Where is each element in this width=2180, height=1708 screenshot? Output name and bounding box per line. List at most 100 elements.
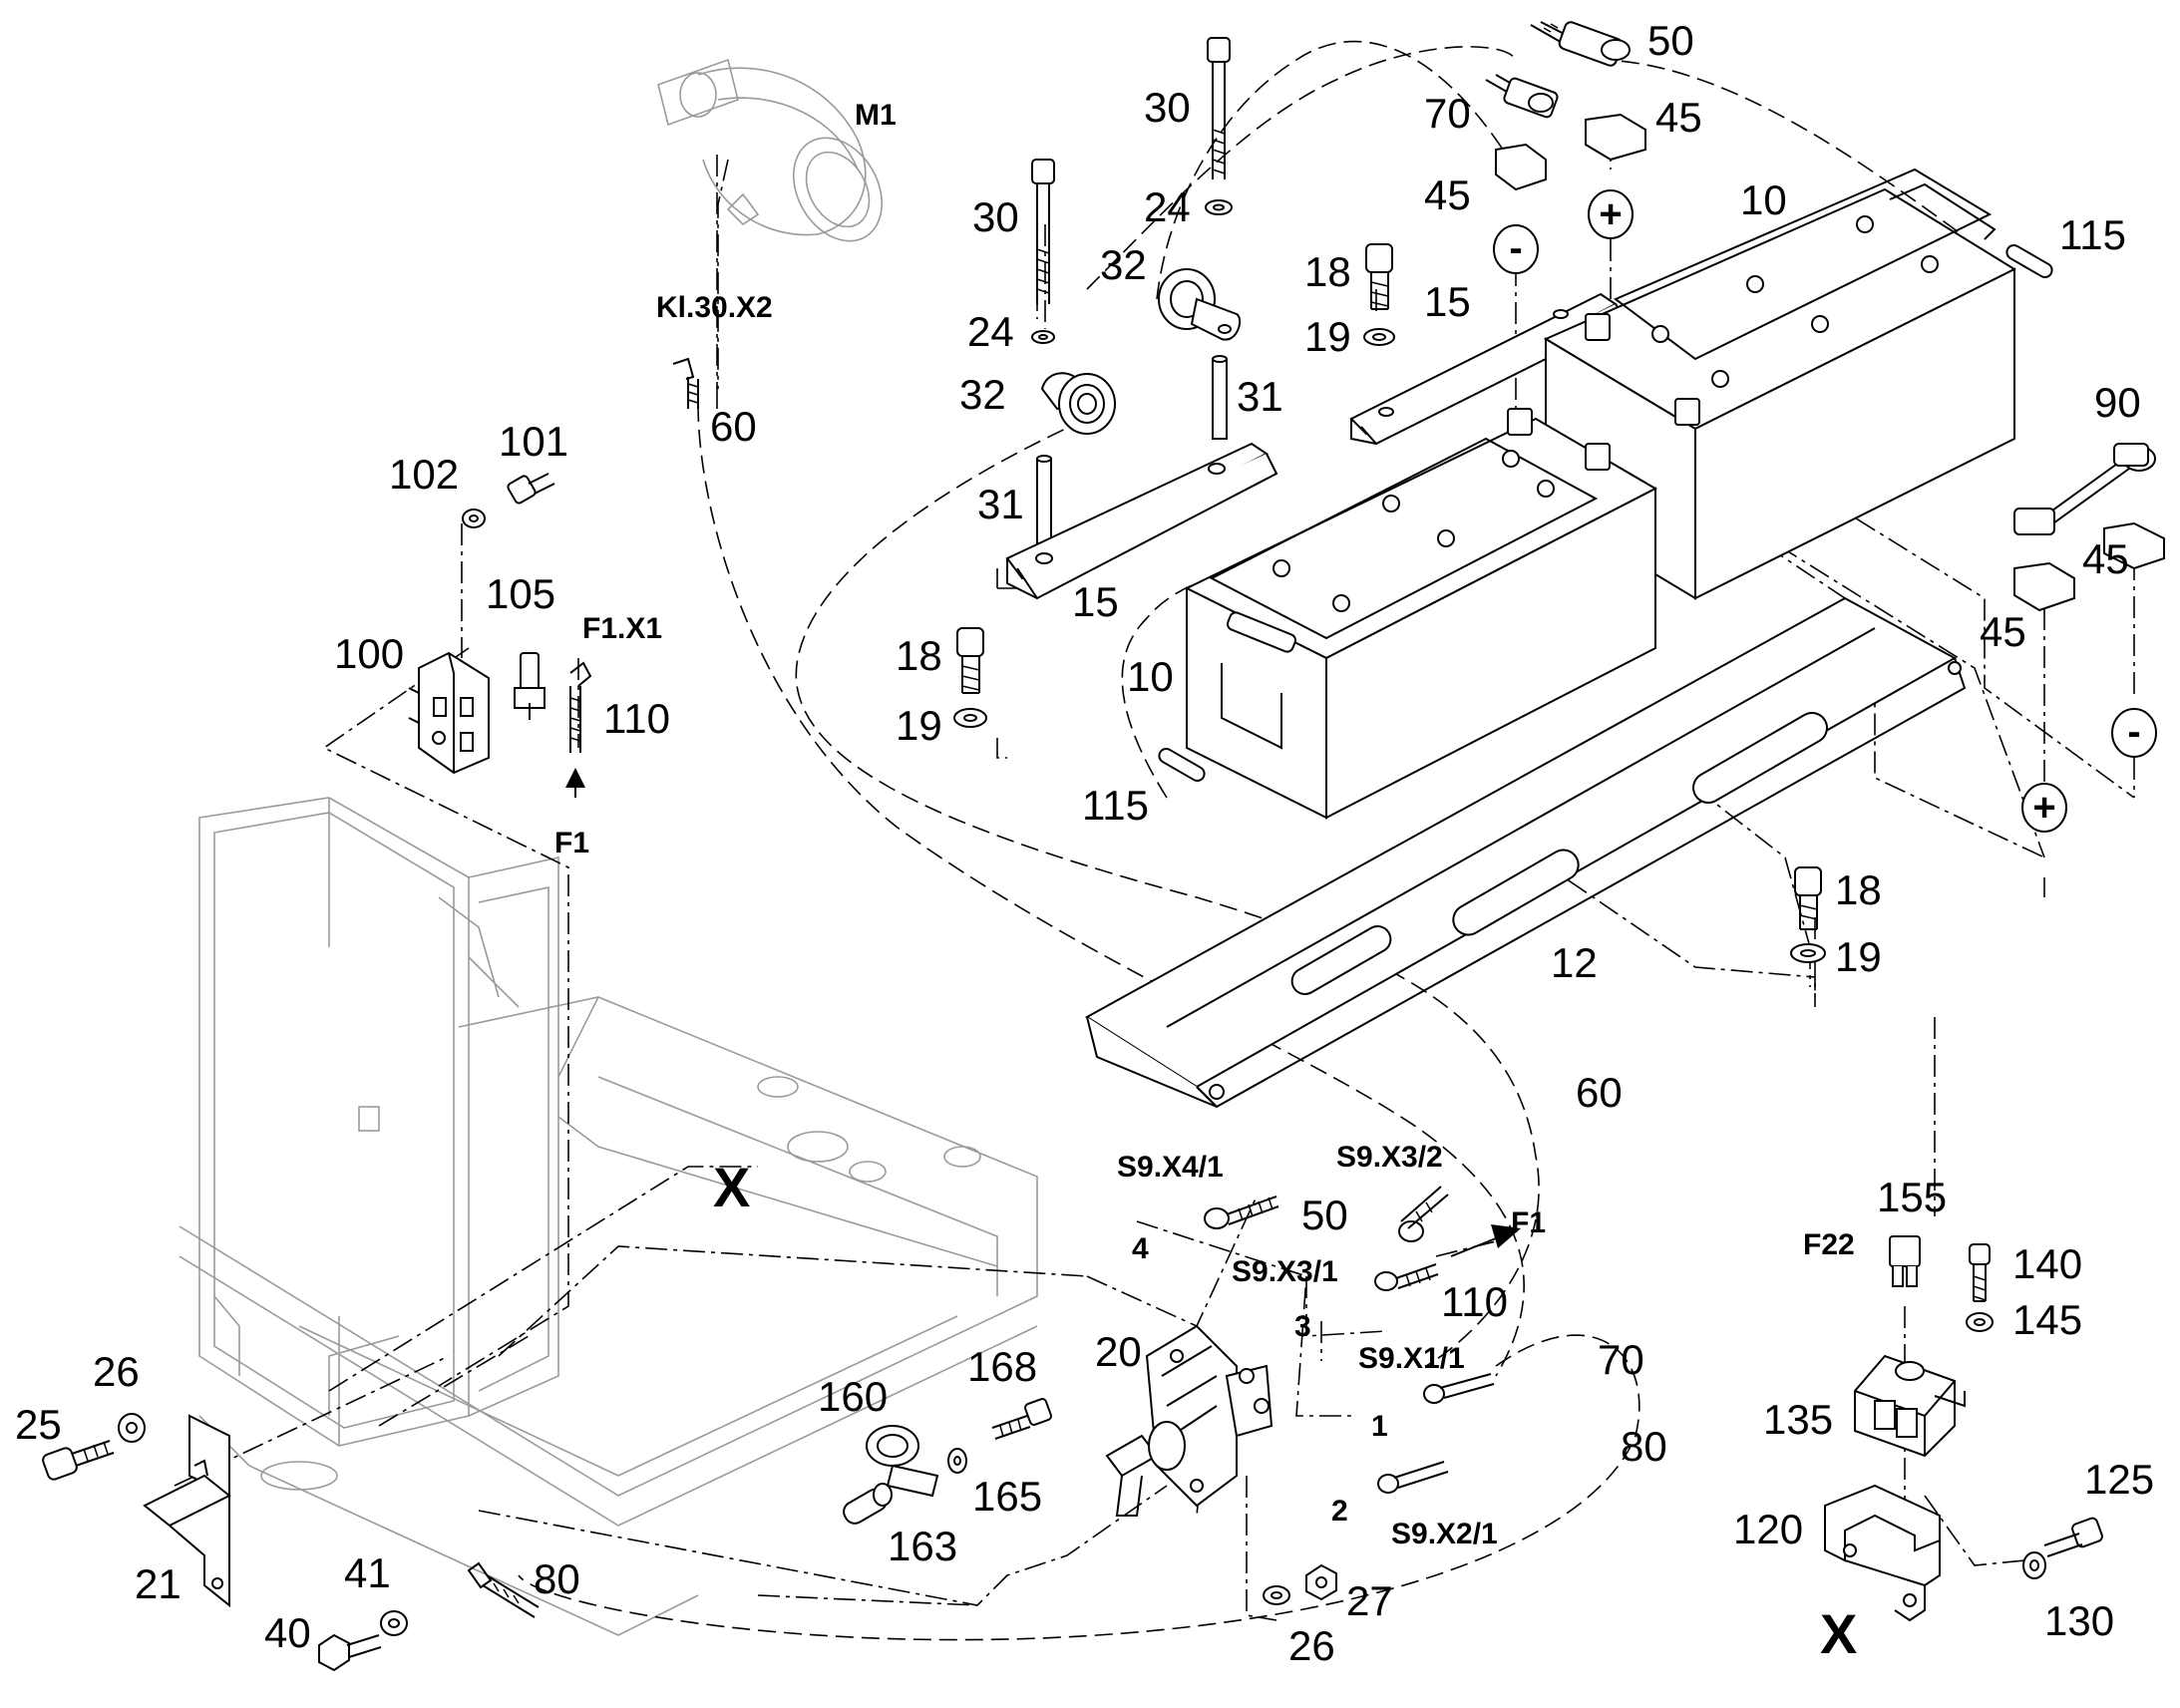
bracket-21 [143,1414,231,1608]
label-125: 125 [2084,1456,2154,1503]
label-15-left: 15 [1072,578,1119,625]
battery-posts [1507,313,1700,471]
vehicle-frame [179,797,1038,1636]
label-26-left: 26 [93,1348,140,1395]
screw-18-b [1365,243,1393,310]
label-60-mid: 60 [1576,1069,1623,1116]
cable-end-80 [467,1561,540,1618]
cable-end-s9x21 [1377,1461,1449,1494]
minus-sign-2: - [2127,710,2140,754]
plus-sign-2: + [2032,786,2055,830]
label-130: 130 [2044,1597,2114,1644]
cap-45-a [1495,143,1547,191]
label-s9x11: S9.X1/1 [1358,1342,1465,1375]
label-31-left: 31 [977,481,1024,527]
label-10-front: 10 [1127,653,1174,700]
label-135: 135 [1763,1396,1833,1443]
label-18-c: 18 [1835,866,1882,913]
label-15-right: 15 [1424,278,1471,325]
washer-19-a [953,708,987,728]
label-101: 101 [499,418,568,465]
label-19-c: 19 [1835,933,1882,980]
label-30-right: 30 [1144,84,1191,131]
washer-165 [947,1448,967,1474]
label-25: 25 [15,1401,62,1448]
label-m1: M1 [855,99,897,132]
label-2: 2 [1331,1495,1348,1528]
label-105: 105 [486,570,555,617]
label-145: 145 [2012,1296,2082,1343]
label-f1-top: F1 [554,827,589,859]
label-f1-mid: F1 [1511,1206,1546,1239]
label-45-c: 45 [1980,608,2026,655]
cable-end-s9x11 [1423,1373,1495,1404]
polarity-marks: - + - + [1493,189,2157,833]
fuse-holder-105 [514,652,545,720]
callout-labels: M1 Kl.30.X2 60 30 24 30 24 32 32 31 31 1… [15,17,2154,1669]
terminal-50-top [1530,21,1631,67]
label-168: 168 [967,1343,1037,1390]
label-45-b: 45 [1655,94,1702,141]
label-110-top: 110 [603,695,670,742]
label-70-mid: 70 [1598,1336,1644,1383]
label-s9x41: S9.X4/1 [1117,1151,1224,1184]
washer-26-switch [1263,1585,1290,1605]
spacer-31-left [1036,455,1052,544]
label-80-left: 80 [534,1555,580,1602]
label-27: 27 [1346,1577,1393,1624]
bolt-30-left [1031,159,1055,344]
label-f1x1: F1.X1 [582,612,662,645]
clamp-160 [866,1425,939,1498]
rod-115-left [1158,748,1206,782]
plus-sign-1: + [1599,192,1622,236]
label-160: 160 [818,1373,888,1420]
screw-40 [318,1633,382,1672]
rod-115-right [2005,244,2053,278]
clamp-32-right [1158,268,1242,341]
cable-110-top [565,661,592,798]
label-19-a: 19 [896,702,942,749]
motor-m1 [657,58,884,242]
arrow-f1 [1450,1224,1521,1257]
cap-45-b [1585,113,1646,162]
label-100: 100 [334,630,404,677]
terminal-70-top [1485,74,1559,119]
bracket-120 [1824,1484,1941,1622]
label-30-left: 30 [972,193,1019,240]
cable-end-50 [1204,1196,1279,1229]
label-45-a: 45 [1424,171,1471,218]
label-4: 4 [1132,1232,1149,1265]
label-50-mid: 50 [1301,1192,1348,1238]
connector-60-top [672,357,699,409]
label-41: 41 [344,1549,391,1596]
spacer-31-right [1212,355,1228,440]
cable-end-s9x32 [1398,1186,1449,1242]
terminal-90 [2013,443,2156,535]
screw-168 [991,1398,1052,1440]
screw-18-a [956,627,984,694]
fuse-holder-135 [1854,1354,1966,1458]
label-165: 165 [972,1473,1042,1520]
cap-45-d [2103,521,2165,570]
washer-19-c [1790,943,1826,963]
screw-125 [2043,1517,2103,1557]
label-80-right: 80 [1621,1423,1667,1470]
label-24-right: 24 [1144,183,1191,230]
label-12: 12 [1551,939,1598,986]
washer-102 [462,509,486,528]
rail-15-left [1005,442,1278,600]
fuse-155 [1889,1235,1921,1287]
label-s9x21: S9.X2/1 [1391,1518,1498,1550]
label-32-lower: 32 [959,371,1006,418]
leader-lines [174,40,2135,1641]
label-90: 90 [2094,379,2141,426]
label-60-top: 60 [710,403,757,450]
label-115-left: 115 [1082,782,1149,829]
label-32-upper: 32 [1100,241,1147,288]
battery-switch-20 [1105,1324,1273,1517]
label-31-right: 31 [1237,373,1283,420]
label-45-d: 45 [2082,535,2129,582]
screw-140 [1969,1243,1991,1302]
relay-100 [408,651,490,775]
label-f22: F22 [1803,1228,1855,1261]
